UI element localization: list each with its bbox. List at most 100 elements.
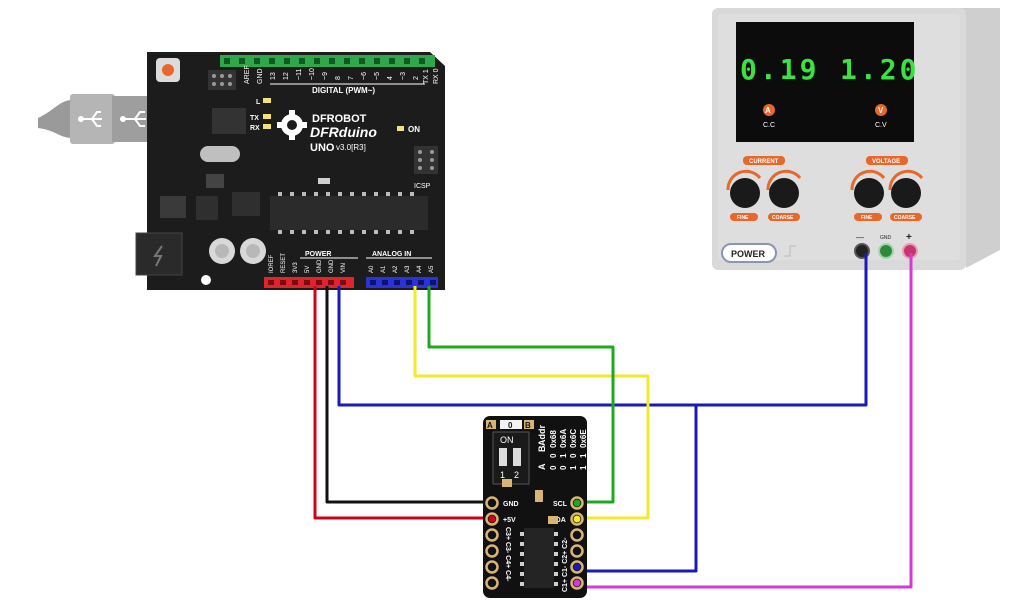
pin-label-13: 13: [270, 72, 277, 80]
pin-label-a0: A0: [369, 265, 375, 273]
brand-line2: DFRduino: [310, 124, 377, 140]
voltage-label: VOLTAGE: [872, 159, 900, 165]
digital-label: DIGITAL (PWM~): [312, 86, 375, 95]
current-fine-label: FINE: [737, 215, 749, 221]
left-channel-labels: C3+ C3- C4+ C4-: [504, 527, 511, 582]
current-coarse-label: COARSE: [772, 215, 794, 221]
wire-psu-positive: [578, 253, 913, 589]
psu-power-label: POWER: [731, 249, 766, 259]
pin-label-9: ~9: [322, 72, 329, 80]
gnd-terminal-label: GND: [880, 235, 892, 241]
dip-switch-1: 1: [500, 470, 505, 480]
addr-row4-a: 1: [579, 465, 588, 470]
analog-header-label: ANALOG IN: [372, 251, 411, 258]
pin-label-3: ~3: [400, 72, 407, 80]
wire-gnd: [325, 286, 498, 504]
pin-label-aref: AREF: [244, 65, 251, 84]
voltage-coarse-label: COARSE: [894, 215, 916, 221]
pin-label-tx: TX 1: [423, 69, 430, 84]
pin-label-gnd2: GND: [329, 259, 335, 273]
current-label: CURRENT: [749, 159, 779, 165]
addr-row4-b: 1: [579, 453, 588, 458]
power-supply: 0.19 1.20 A C.C V C.V CURRENT FINE COARS…: [712, 8, 1000, 270]
pin-gnd-label: GND: [503, 501, 519, 508]
addr-row2-b: 1: [559, 453, 568, 458]
wire-scl: [427, 286, 615, 504]
addr-col-b: B: [537, 445, 547, 452]
pin-label-5v: 5V: [305, 266, 311, 273]
wire-endpoints: [488, 499, 581, 587]
voltage-coarse-knob[interactable]: [891, 178, 921, 208]
cv-indicator-letter: V: [878, 106, 884, 115]
addr-col-addr: Addr: [537, 425, 547, 446]
voltage-fine-knob[interactable]: [854, 178, 884, 208]
led-label-tx: TX: [250, 115, 259, 122]
sensor-ic: [524, 528, 554, 588]
wire-sda: [413, 286, 650, 520]
board-model: UNO: [310, 142, 335, 154]
cv-label: C.V: [875, 122, 887, 129]
pin-scl-label: SCL: [553, 501, 568, 508]
addr-row2-addr: 0x6A: [559, 429, 568, 448]
pin-label-rx: RX 0: [433, 68, 440, 84]
addr-row4-addr: 0x6E: [579, 429, 588, 448]
digital-header: [220, 55, 435, 67]
dip-switch-2: 2: [514, 470, 519, 480]
addr-row3-b: 0: [569, 453, 578, 458]
pin-label-reset: RESET: [281, 253, 287, 273]
pos-terminal-label: +: [906, 232, 912, 243]
pin-label-3v3: 3V3: [293, 262, 299, 273]
psu-power-button[interactable]: [721, 243, 777, 263]
voltage-readout: 1.20: [840, 53, 919, 86]
power-header-label: POWER: [305, 251, 331, 258]
addr-row3-addr: 0x6C: [569, 429, 578, 448]
cc-label: C.C: [763, 122, 775, 129]
pin-label-gnd1: GND: [317, 259, 323, 273]
pin-label-a5: A5: [429, 265, 435, 273]
current-coarse-knob[interactable]: [769, 178, 799, 208]
pin-label-10: ~10: [309, 68, 316, 80]
gnd-terminal[interactable]: [878, 243, 894, 259]
current-fine-knob[interactable]: [730, 178, 760, 208]
led-label-l: L: [256, 99, 261, 106]
pin-label-a3: A3: [405, 265, 411, 273]
pin-label-a4: A4: [417, 265, 423, 273]
board-version: v3.0[R3]: [336, 143, 366, 152]
wire-channel-blue: [578, 405, 698, 573]
analog-header: [366, 277, 438, 288]
addr-row1-addr: 0x68: [549, 430, 558, 448]
dip-on-label: ON: [500, 435, 514, 445]
sensor-module: A 0 B ON 1 2 A B Addr 0 0 0x68 0 1 0x6A …: [483, 416, 588, 598]
psu-display: [736, 22, 914, 142]
dip-label-zero: 0: [508, 421, 513, 430]
right-channel-labels: C1+ C1- C2+ C2-: [562, 537, 569, 592]
neg-terminal-label: —: [856, 233, 864, 242]
pin-label-6: ~6: [361, 72, 368, 80]
pin-label-7: 7: [348, 76, 355, 80]
microcontroller: [270, 196, 428, 230]
power-jack: [135, 232, 183, 276]
pin-label-2: 2: [413, 76, 420, 80]
pin-label-gnd: GND: [257, 68, 264, 84]
pin-label-11: ~11: [296, 69, 303, 80]
current-readout: 0.19: [740, 53, 819, 86]
addr-col-a: A: [537, 463, 547, 470]
brand-line1: DFROBOT: [312, 113, 367, 125]
pin-label-a1: A1: [381, 265, 387, 273]
voltage-fine-label: FINE: [861, 215, 873, 221]
usb-chip: [212, 108, 246, 134]
pin-sda-label: SDA: [551, 517, 566, 524]
on-led-label: ON: [408, 125, 420, 134]
pin-label-a2: A2: [393, 265, 399, 273]
addr-row1-b: 0: [549, 453, 558, 458]
icsp-label: ICSP: [414, 183, 431, 190]
crystal: [200, 146, 240, 162]
pin-label-12: 12: [283, 72, 290, 80]
pin-label-vin: VIN: [341, 263, 347, 273]
wire-5v: [313, 286, 498, 520]
dip-label-b: B: [525, 421, 531, 430]
dip-label-a: A: [487, 421, 493, 430]
pin-label-5: ~5: [374, 72, 381, 80]
addr-row1-a: 0: [549, 465, 558, 470]
arduino-board: AREF GND 13 12 ~11 ~10 ~9 8 7 ~6 ~5 4 ~3…: [135, 52, 445, 290]
